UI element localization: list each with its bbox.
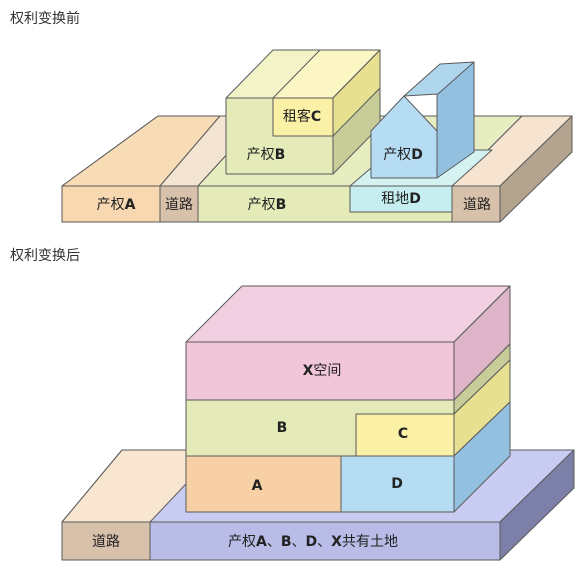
after-diagram: X空间 B C A D 道路 产权A、B、D、X共有土地 xyxy=(61,285,575,561)
lease-d-label: 租地D xyxy=(381,191,421,207)
shared-land-label: 产权A、B、D、X共有土地 xyxy=(228,534,398,550)
prop-a-front xyxy=(61,185,161,223)
tenant-c-front xyxy=(272,97,334,137)
caption-after: 权利变换后 xyxy=(10,248,80,264)
caption-before: 权利变换前 xyxy=(10,11,80,27)
a-label: A xyxy=(252,478,263,494)
b-label: B xyxy=(277,420,288,436)
after-building xyxy=(185,285,511,513)
road-right-label: 道路 xyxy=(463,197,491,213)
house-d xyxy=(370,61,475,179)
a-front xyxy=(185,455,342,513)
prop-a-label: 产权A xyxy=(97,197,136,213)
x-space-front xyxy=(185,341,455,401)
prop-d-house-label: 产权D xyxy=(383,147,423,163)
x-space-top xyxy=(185,285,511,343)
house-d-front xyxy=(370,95,438,179)
c-label: C xyxy=(398,426,408,442)
tenant-c-label: 租客C xyxy=(283,108,321,125)
shared-land-front xyxy=(149,521,501,561)
before-diagram: 产权A 道路 产权B 租地D 道路 产权B 租客C 产权D xyxy=(61,49,573,223)
c-front xyxy=(355,413,455,457)
building-b xyxy=(225,49,381,175)
after-road-label: 道路 xyxy=(92,534,120,550)
d-front xyxy=(340,455,455,513)
road-left-label: 道路 xyxy=(165,197,193,213)
x-space-label: X空间 xyxy=(303,363,342,379)
d-label: D xyxy=(391,476,403,492)
lease-d-front xyxy=(349,185,453,213)
after-road-front xyxy=(61,521,151,561)
prop-b-building-label: 产权B xyxy=(247,147,286,163)
prop-b-ground-label: 产权B xyxy=(248,197,287,213)
house-d-roof xyxy=(403,61,475,97)
road-right-front xyxy=(451,185,501,223)
